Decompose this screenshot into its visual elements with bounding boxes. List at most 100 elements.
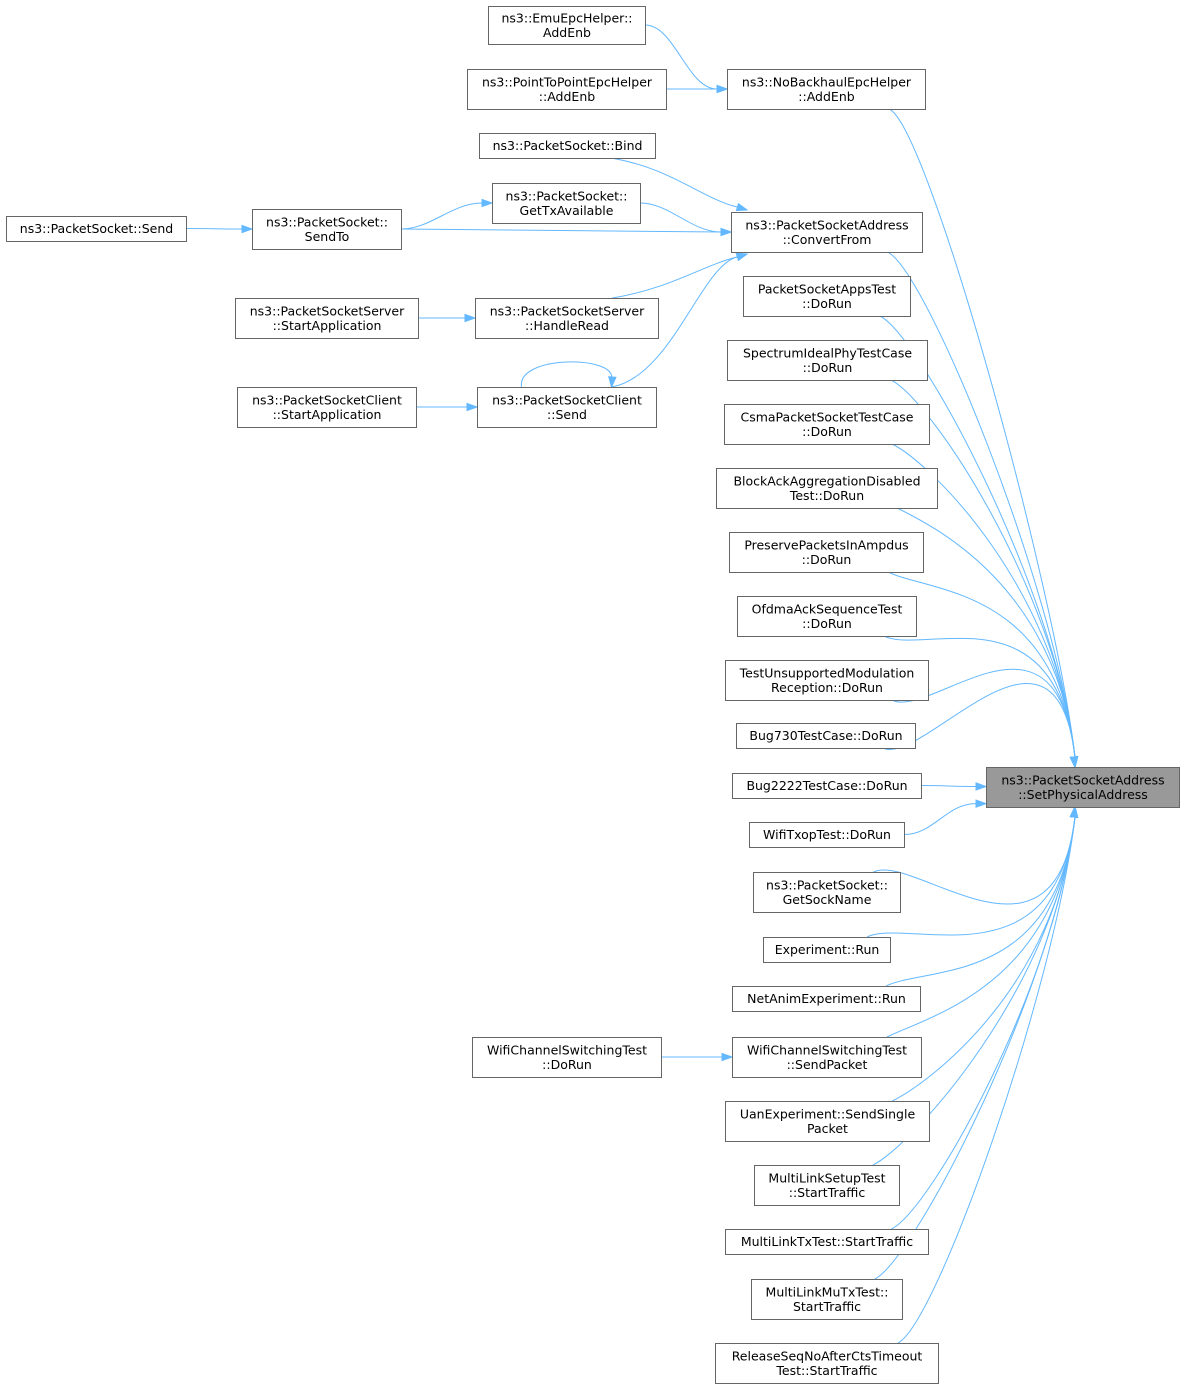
edge-line [887,571,1076,758]
node-label-line: ::DoRun [802,552,852,567]
node-label-line: Bug730TestCase::DoRun [749,728,902,743]
graph-node[interactable]: WifiTxopTest::DoRun [749,822,905,848]
node-label-line: Bug2222TestCase::DoRun [746,778,907,793]
node-label-line: WifiChannelSwitchingTest [487,1042,647,1057]
graph-edge [903,799,988,835]
node-label-line: ::AddEnb [539,89,595,104]
graph-node[interactable]: Experiment::Run [763,937,891,963]
graph-node[interactable]: ns3::EmuEpcHelper::AddEnb [488,6,646,45]
node-label-line: ::AddEnb [798,89,854,104]
node-label-line: ns3::PacketSocket:: [506,188,628,203]
edge-line [903,803,977,835]
graph-node[interactable]: TestUnsupportedModulationReception::DoRu… [725,660,929,701]
graph-node[interactable]: ns3::PacketSocket::Send [6,216,187,242]
edge-line [886,816,1076,1038]
graph-node[interactable]: ns3::PacketSocket::GetSockName [753,872,901,913]
graph-node[interactable]: Bug730TestCase::DoRun [736,723,916,749]
graph-edge [400,198,494,230]
node-label-line: CsmaPacketSocketTestCase [740,409,913,424]
graph-node[interactable]: CsmaPacketSocketTestCase::DoRun [724,404,930,445]
node-label-line: BlockAckAggregationDisabled [733,473,920,488]
graph-node[interactable]: MultiLinkMuTxTest::StartTraffic [751,1279,903,1320]
node-label-line: PreservePacketsInAmpdus [744,537,908,552]
graph-node[interactable]: ns3::PacketSocketClient::StartApplicatio… [237,387,417,428]
node-label-line: OfdmaAckSequenceTest [752,601,903,616]
graph-node[interactable]: ns3::PacketSocket::GetTxAvailable [492,183,641,224]
graph-edge [920,782,988,791]
graph-node[interactable]: ns3::PacketSocketServer::HandleRead [475,298,659,339]
graph-node[interactable]: ns3::PacketSocket::SendTo [252,209,402,250]
node-box [467,69,667,110]
node-box [731,212,923,253]
edge-arrowhead [608,376,617,389]
node-box [477,387,657,428]
edge-line [874,816,1076,1280]
graph-node[interactable]: PacketSocketAppsTest::DoRun [743,276,911,317]
node-label-line: ::StartApplication [273,407,382,422]
graph-node[interactable]: OfdmaAckSequenceTest::DoRun [737,596,917,637]
edge-arrowhead [975,799,988,808]
node-label-line: ::SetPhysicalAddress [1018,787,1148,802]
graph-node[interactable]: ns3::PacketSocket::Bind [479,133,656,159]
edge-line [896,507,1076,758]
node-label-line: WifiChannelSwitchingTest [747,1042,907,1057]
node-label-line: Test::StartTraffic [775,1363,877,1378]
node-label-line: MultiLinkTxTest::StartTraffic [741,1234,913,1249]
edge-arrowhead [481,198,494,208]
node-box [727,69,926,110]
node-box [753,872,901,913]
graph-node[interactable]: ns3::PacketSocketAddress::ConvertFrom [731,212,923,253]
node-box [754,1165,900,1206]
node-label-line: ::ConvertFrom [783,232,872,247]
edge-line [873,816,1076,905]
node-label-line: TestUnsupportedModulation [739,665,915,680]
graph-edge [666,84,729,94]
graph-edge [611,252,749,388]
node-box [492,183,641,224]
graph-node[interactable]: WifiChannelSwitchingTest::DoRun [472,1037,662,1078]
graph-edge [639,202,733,237]
node-box [986,767,1180,808]
graph-node[interactable]: MultiLinkSetupTest::StartTraffic [754,1165,900,1206]
graph-edge [520,361,617,389]
node-box [724,404,930,445]
edge-arrowhead [735,202,749,212]
graph-node[interactable]: ns3::PacketSocketAddress::SetPhysicalAdd… [986,767,1180,808]
node-label-line: ::DoRun [542,1057,592,1072]
node-box [237,387,417,428]
graph-node[interactable]: ns3::PacketSocketClient::Send [477,387,657,428]
node-label-line: ns3::PacketSocketServer [490,303,645,318]
node-label-line: GetSockName [783,892,872,907]
edge-arrowhead [716,84,729,94]
graph-edge [661,1052,734,1062]
node-label-line: StartTraffic [793,1299,861,1314]
node-label-line: ns3::PacketSocket::Bind [493,138,643,153]
nodes-layer: ns3::PacketSocketAddress::SetPhysicalAdd… [6,6,1180,1384]
graph-node[interactable]: WifiChannelSwitchingTest::SendPacket [732,1037,922,1078]
edge-line [872,816,1076,1166]
graph-node[interactable]: ReleaseSeqNoAfterCtsTimeoutTest::StartTr… [715,1343,939,1384]
graph-node[interactable]: ns3::PointToPointEpcHelper::AddEnb [467,69,667,110]
graph-node[interactable]: MultiLinkTxTest::StartTraffic [725,1229,929,1255]
graph-node[interactable]: SpectrumIdealPhyTestCase::DoRun [727,340,928,381]
node-box [725,1101,930,1142]
node-label-line: ::StartTraffic [789,1185,866,1200]
graph-node[interactable]: NetAnimExperiment::Run [732,986,921,1012]
node-box [763,937,891,963]
node-box [252,209,402,250]
graph-node[interactable]: ns3::PacketSocketServer::StartApplicatio… [235,298,419,339]
graph-node[interactable]: PreservePacketsInAmpdus::DoRun [729,532,924,573]
node-box [235,298,419,339]
edge-line [520,361,613,388]
node-label-line: GetTxAvailable [520,203,614,218]
node-label-line: ns3::PacketSocket:: [766,877,888,892]
node-box [6,216,187,242]
node-box [479,133,656,159]
graph-node[interactable]: Bug2222TestCase::DoRun [732,773,922,799]
graph-edge [185,224,254,234]
node-box [737,596,917,637]
node-label-line: PacketSocketAppsTest [758,281,896,296]
graph-node[interactable]: ns3::NoBackhaulEpcHelper::AddEnb [727,69,926,110]
